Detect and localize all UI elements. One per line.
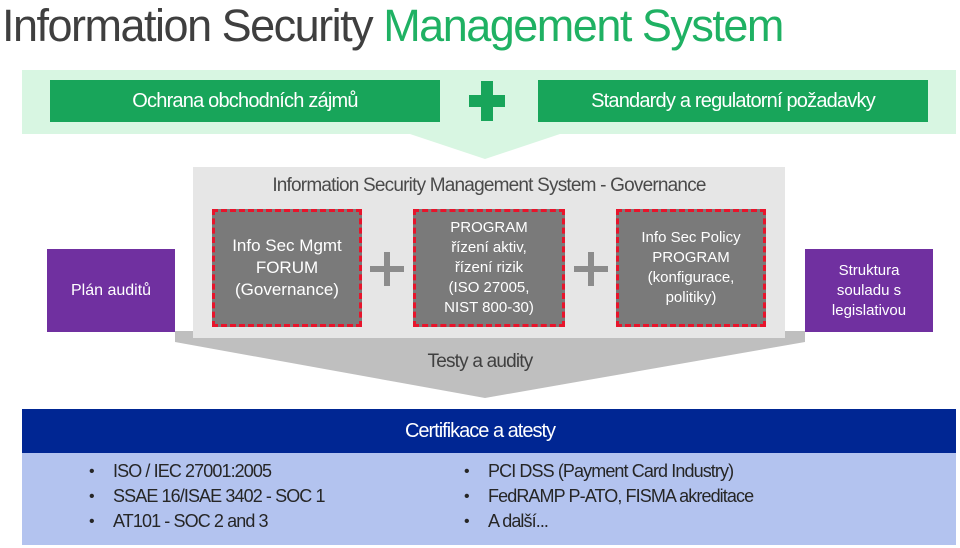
program-rizeni-box: PROGRAM řízení aktiv, řízení rizik (ISO … (413, 209, 565, 327)
plus-icon (574, 252, 608, 286)
title-part-2: Management System (383, 0, 784, 51)
certifikace-title: Certifikace a atesty (404, 420, 556, 442)
program-line: NIST 800-30) (444, 299, 534, 316)
list-item: ISO / IEC 27001:2005 (89, 459, 325, 484)
policy-program-box: Info Sec Policy PROGRAM (konfigurace, po… (616, 209, 766, 327)
plus-icon (469, 81, 505, 121)
list-item: SSAE 16/ISAE 3402 - SOC 1 (89, 484, 326, 509)
program-line: řízení aktiv, (451, 239, 527, 256)
struktura-line: legislativou (831, 301, 907, 319)
struktura-line: souladu s (836, 281, 902, 299)
program-line: řízení rizik (454, 259, 524, 276)
list-item: PCI DSS (Payment Card Industry) (464, 459, 753, 484)
governance-title: Information Security Management System -… (272, 175, 706, 196)
ochrana-box: Ochrana obchodních zájmů (50, 80, 440, 122)
plan-auditu-box: Plán auditů (47, 249, 175, 332)
list-item: AT101 - SOC 2 and 3 (89, 509, 325, 534)
top-arrow-down (410, 134, 560, 159)
list-item: A další... (464, 509, 753, 534)
program-line: PROGRAM (450, 219, 528, 236)
forum-box: Info Sec Mgmt FORUM (Governance) (212, 209, 362, 327)
policy-line: politiky) (665, 289, 717, 306)
certifikace-list-left: ISO / IEC 27001:2005 SSAE 16/ISAE 3402 -… (89, 459, 326, 534)
plan-auditu-label: Plán auditů (70, 281, 152, 299)
funnel-shape (175, 331, 805, 398)
title-part-1: Information Security (2, 0, 374, 51)
forum-line: (Governance) (235, 280, 339, 299)
standardy-box: Standardy a regulatorní požadavky (538, 80, 928, 122)
struktura-souladu-box: Struktura souladu s legislativou (805, 249, 933, 332)
testy-label: Testy a audity (427, 351, 534, 372)
policy-line: PROGRAM (652, 249, 730, 266)
policy-line: (konfigurace, (647, 269, 735, 286)
struktura-line: Struktura (838, 261, 900, 279)
list-item: FedRAMP P-ATO, FISMA akreditace (464, 484, 754, 509)
certifikace-list-right: PCI DSS (Payment Card Industry) FedRAMP … (464, 459, 754, 534)
program-line: (ISO 27005, (448, 279, 530, 296)
plus-icon (370, 252, 404, 286)
forum-line: FORUM (255, 258, 319, 277)
certifikace-band (22, 409, 956, 453)
policy-line: Info Sec Policy (641, 229, 741, 246)
page-title: Information Security Management System (2, 0, 784, 54)
forum-line: Info Sec Mgmt (232, 236, 342, 255)
